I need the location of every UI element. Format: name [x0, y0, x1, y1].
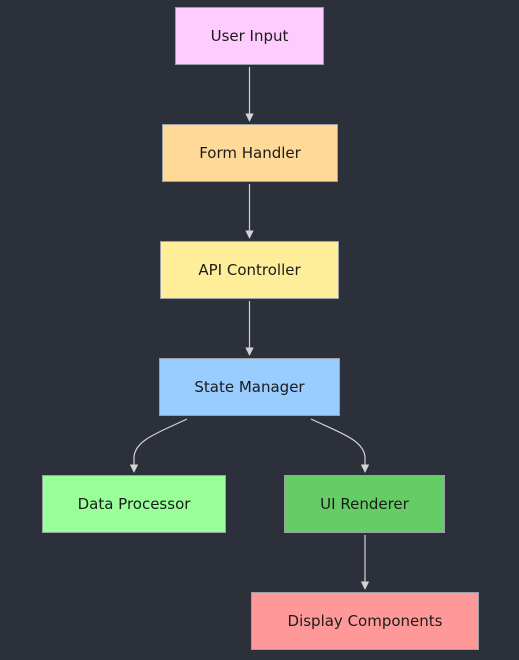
node-label: Form Handler — [199, 144, 301, 162]
edge-state-manager-to-ui-renderer — [310, 418, 370, 473]
node-data-processor: Data Processor — [42, 475, 226, 533]
node-label: Display Components — [287, 612, 443, 630]
node-label: User Input — [210, 27, 289, 45]
node-ui-renderer: UI Renderer — [284, 475, 445, 533]
node-api-controller: API Controller — [160, 241, 339, 299]
edge-state-manager-to-data-processor — [129, 418, 188, 473]
node-label: UI Renderer — [320, 495, 409, 513]
node-user-input: User Input — [175, 7, 324, 65]
node-display-components: Display Components — [251, 592, 479, 650]
node-label: Data Processor — [77, 495, 191, 513]
node-form-handler: Form Handler — [162, 124, 338, 182]
node-state-manager: State Manager — [159, 358, 340, 416]
node-label: State Manager — [194, 378, 305, 396]
node-label: API Controller — [198, 261, 301, 279]
